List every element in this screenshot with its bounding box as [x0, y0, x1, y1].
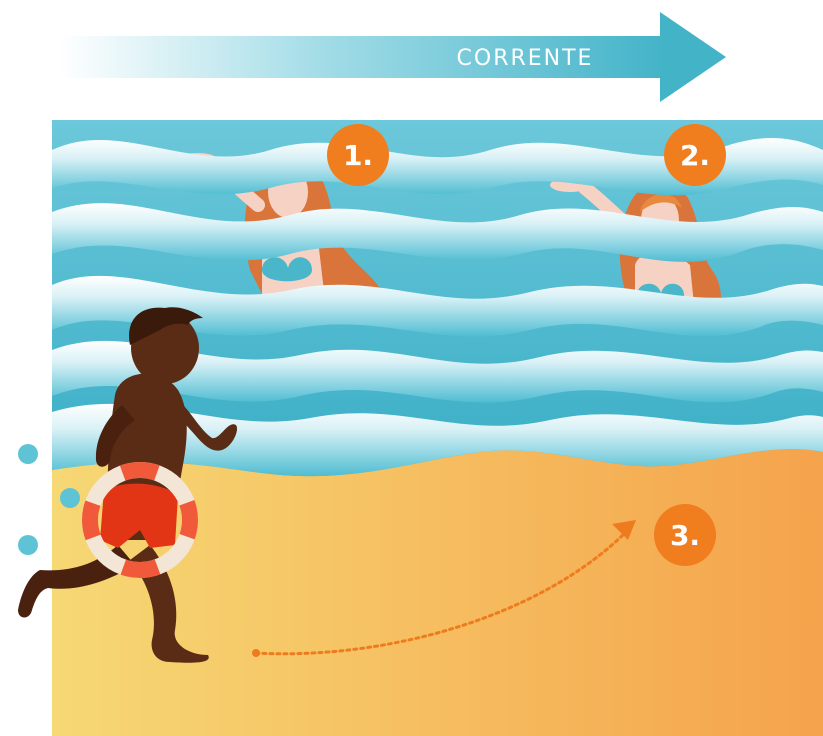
step-badge-3: 3. [654, 504, 716, 566]
current-label: CORRENTE [457, 46, 594, 71]
step-label-3: 3. [670, 519, 700, 552]
current-arrow: CORRENTE [60, 12, 726, 102]
step-label-2: 2. [680, 139, 710, 172]
step-badge-2: 2. [664, 124, 726, 186]
step-label-1: 1. [343, 139, 373, 172]
step-badge-1: 1. [327, 124, 389, 186]
